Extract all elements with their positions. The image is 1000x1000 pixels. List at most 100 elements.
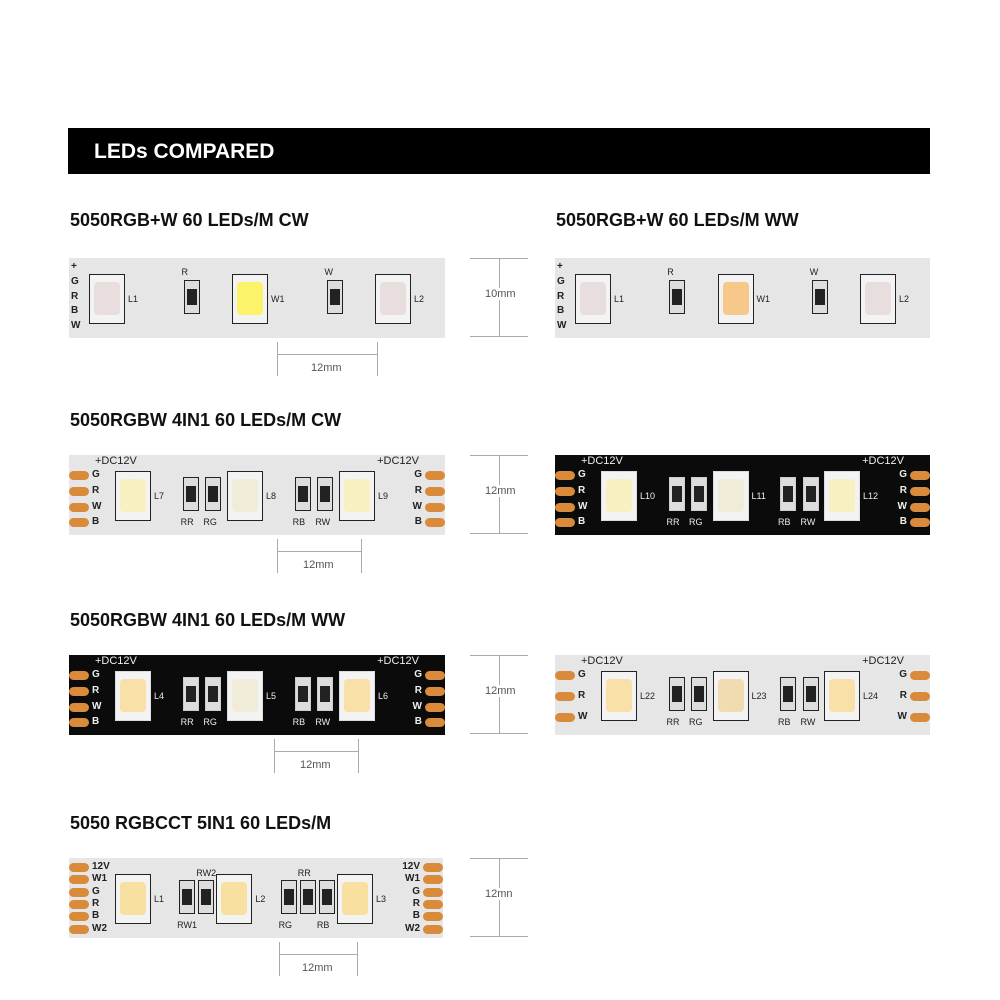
pin-label: G bbox=[92, 669, 100, 680]
voltage-label: +DC12V bbox=[862, 655, 904, 667]
resistor-label: RB bbox=[292, 717, 306, 727]
pin-label: G bbox=[92, 885, 100, 897]
solder-pad bbox=[555, 502, 575, 512]
led-emitter bbox=[237, 282, 263, 315]
section-banner: LEDs COMPARED bbox=[68, 128, 930, 174]
led-label: L3 bbox=[376, 894, 387, 904]
pitch-dimension: 12mm bbox=[302, 962, 333, 974]
led-chip bbox=[89, 274, 125, 324]
led-emitter bbox=[344, 679, 370, 712]
resistor-label: RW1 bbox=[177, 920, 197, 930]
dimension-line bbox=[277, 539, 278, 573]
pin-label: B bbox=[899, 516, 907, 528]
solder-pad bbox=[910, 713, 930, 722]
solder-pad bbox=[423, 863, 443, 872]
resistor-body bbox=[783, 486, 793, 502]
solder-pad bbox=[425, 518, 445, 528]
dimension-line bbox=[358, 739, 359, 773]
strip-title: 5050RGBW 4IN1 60 LEDs/M WW bbox=[70, 610, 346, 630]
dimension-line bbox=[277, 551, 361, 552]
solder-pad bbox=[69, 471, 89, 480]
pin-label: G bbox=[414, 669, 422, 680]
resistor-label: RG bbox=[689, 717, 703, 727]
pin-label: B bbox=[578, 516, 586, 528]
solder-pad bbox=[69, 702, 89, 712]
resistor-body bbox=[283, 889, 294, 905]
dimension-line bbox=[357, 942, 358, 976]
resistor bbox=[179, 880, 196, 914]
resistor-body bbox=[186, 289, 197, 305]
dimension-line bbox=[470, 733, 528, 734]
strip-title: 5050RGBW 4IN1 60 LEDs/M CW bbox=[70, 410, 342, 430]
solder-pad bbox=[555, 671, 575, 680]
resistor-body bbox=[297, 686, 308, 702]
pin-label: R bbox=[899, 690, 907, 701]
pin-label: B bbox=[414, 516, 422, 528]
voltage-label: +DC12V bbox=[377, 655, 419, 667]
voltage-label: +DC12V bbox=[581, 455, 623, 467]
dimension-line bbox=[361, 539, 362, 573]
resistor bbox=[182, 677, 199, 711]
resistor-label: RR bbox=[297, 868, 311, 878]
resistor-body bbox=[208, 486, 219, 502]
led-emitter bbox=[94, 282, 120, 315]
resistor bbox=[294, 677, 311, 711]
pin-label: + bbox=[71, 261, 77, 272]
led-chip bbox=[601, 471, 637, 521]
resistor-body bbox=[185, 686, 196, 702]
solder-pad bbox=[69, 887, 89, 897]
pin-label: R bbox=[899, 484, 907, 496]
pin-label: R bbox=[578, 484, 586, 496]
solder-pad bbox=[555, 713, 575, 722]
led-chip bbox=[115, 471, 151, 521]
resistor-body bbox=[694, 486, 704, 502]
resistor-body bbox=[208, 686, 219, 702]
resistor-label: RG bbox=[203, 717, 217, 727]
solder-pad bbox=[555, 692, 575, 701]
led-emitter bbox=[232, 479, 258, 512]
led-label: W1 bbox=[756, 294, 771, 304]
led-label: L1 bbox=[128, 294, 139, 304]
led-chip bbox=[712, 671, 749, 721]
solder-pad bbox=[555, 471, 575, 480]
solder-pad bbox=[69, 863, 89, 872]
led-emitter bbox=[120, 679, 146, 712]
resistor bbox=[802, 477, 819, 511]
solder-pad bbox=[69, 486, 89, 496]
pin-label: B bbox=[71, 305, 79, 317]
pin-label: + bbox=[557, 261, 563, 272]
led-chip bbox=[824, 671, 860, 721]
led-chip bbox=[717, 274, 754, 324]
strip-title: 5050 RGBCCT 5IN1 60 LEDs/M bbox=[70, 813, 332, 833]
voltage-label: +DC12V bbox=[862, 455, 904, 467]
pin-label: G bbox=[899, 669, 907, 680]
led-chip bbox=[860, 274, 896, 324]
led-label: L1 bbox=[614, 294, 625, 304]
led-label: W1 bbox=[271, 294, 285, 304]
solder-pad bbox=[425, 502, 445, 512]
resistor-label: RW bbox=[800, 717, 816, 727]
solder-pad bbox=[69, 900, 89, 909]
resistor-body bbox=[302, 889, 313, 905]
pin-label: 12V bbox=[92, 861, 110, 872]
resistor-body bbox=[320, 486, 331, 502]
voltage-label: +DC12V bbox=[581, 655, 623, 667]
pin-label: R bbox=[414, 684, 422, 696]
width-dimension: 12mm bbox=[483, 485, 518, 497]
led-label: L6 bbox=[378, 691, 389, 701]
led-chip bbox=[227, 471, 263, 521]
led-emitter bbox=[829, 479, 855, 512]
dimension-line bbox=[470, 533, 528, 534]
led-emitter bbox=[829, 679, 855, 712]
resistor-label: RW bbox=[315, 517, 331, 527]
resistor bbox=[205, 677, 222, 711]
dimension-line bbox=[377, 342, 378, 376]
resistor bbox=[668, 477, 685, 511]
pitch-dimension: 12mm bbox=[300, 759, 331, 771]
resistor bbox=[780, 477, 796, 511]
solder-pad bbox=[910, 671, 930, 680]
pin-label: R bbox=[414, 484, 422, 496]
